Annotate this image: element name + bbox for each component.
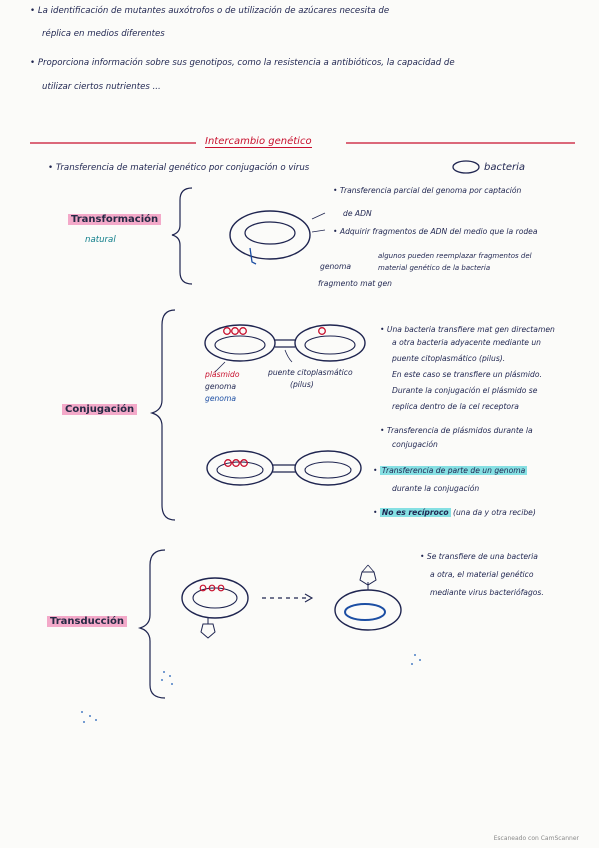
conjugacion-genoma2-label: genoma [205,394,237,403]
transformacion-fragmento-label: fragmento mat gen [318,279,392,288]
legend-bacteria-label: bacteria [484,162,526,173]
transduccion-bullet-line-1: Se transfiere de una bacteria [420,552,538,561]
conjugacion-bullet-1-line-5: Durante la conjugación el plásmido se [392,386,538,395]
conjugacion-bullet-2b: conjugación [392,440,438,449]
conjugacion-bullet-1-line-1: Una bacteria transfiere mat gen directam… [380,325,555,334]
conjugacion-title: Conjugación [62,404,138,417]
conjugacion-bullet-3: Transferencia de parte de un genoma [373,466,528,475]
intro-line-2b: utilizar ciertos nutrientes ... [42,82,161,92]
transduccion-bullet-line-2: a otra, el material genético [430,570,534,579]
conjugacion-bullet-3b: durante la conjugación [392,484,480,493]
intro-line-1b: réplica en medios diferentes [42,29,165,39]
legend-bacteria-icon [452,160,480,174]
transformacion-bullet-1b: de ADN [343,209,372,218]
conjugacion-genoma-label: genoma [205,382,237,391]
conjugacion-bullet-2: Transferencia de plásmidos durante la [380,426,533,435]
transformacion-genoma-label: genoma [320,262,352,271]
conjugacion-puente-label: puente citoplasmático [268,368,353,377]
transduccion-title: Transducción [47,616,128,629]
transformacion-note-2: material genético de la bacteria [378,264,491,272]
conjugacion-bullet-1-line-4: En este caso se transfiere un plásmido. [392,370,542,379]
transformacion-bullet-2: Adquirir fragmentos de ADN del medio que… [333,227,538,236]
conjugacion-plasmido-label: plásmido [205,370,240,379]
conjugacion-bullet-1-line-6: replica dentro de la cel receptora [392,402,519,411]
transformacion-bullet-1: Transferencia parcial del genoma por cap… [333,186,521,195]
intro-line-2: Proporciona información sobre sus genoti… [30,58,455,69]
transduccion-bullet-line-3: mediante virus bacteriófagos. [430,588,544,597]
conjugacion-bullet-1-line-3: puente citoplasmático (pilus). [392,354,506,363]
overview-bullet: Transferencia de material genético por c… [48,163,309,174]
intro-line-1: La identificación de mutantes auxótrofos… [30,6,389,17]
scanner-watermark: Escaneado con CamScanner [493,835,579,842]
section-title: Intercambio genético [205,136,312,148]
transformacion-subtitle: natural [85,235,116,245]
conjugacion-bullet-1-line-2: a otra bacteria adyacente mediante un [392,338,541,347]
conjugacion-bullet-4: No es recíproco (una da y otra recibe) [373,508,536,517]
transformacion-title: Transformación [68,214,162,227]
conjugacion-pilus-label: (pilus) [290,380,314,389]
transformacion-note-1: algunos pueden reemplazar fragmentos del [378,252,532,260]
